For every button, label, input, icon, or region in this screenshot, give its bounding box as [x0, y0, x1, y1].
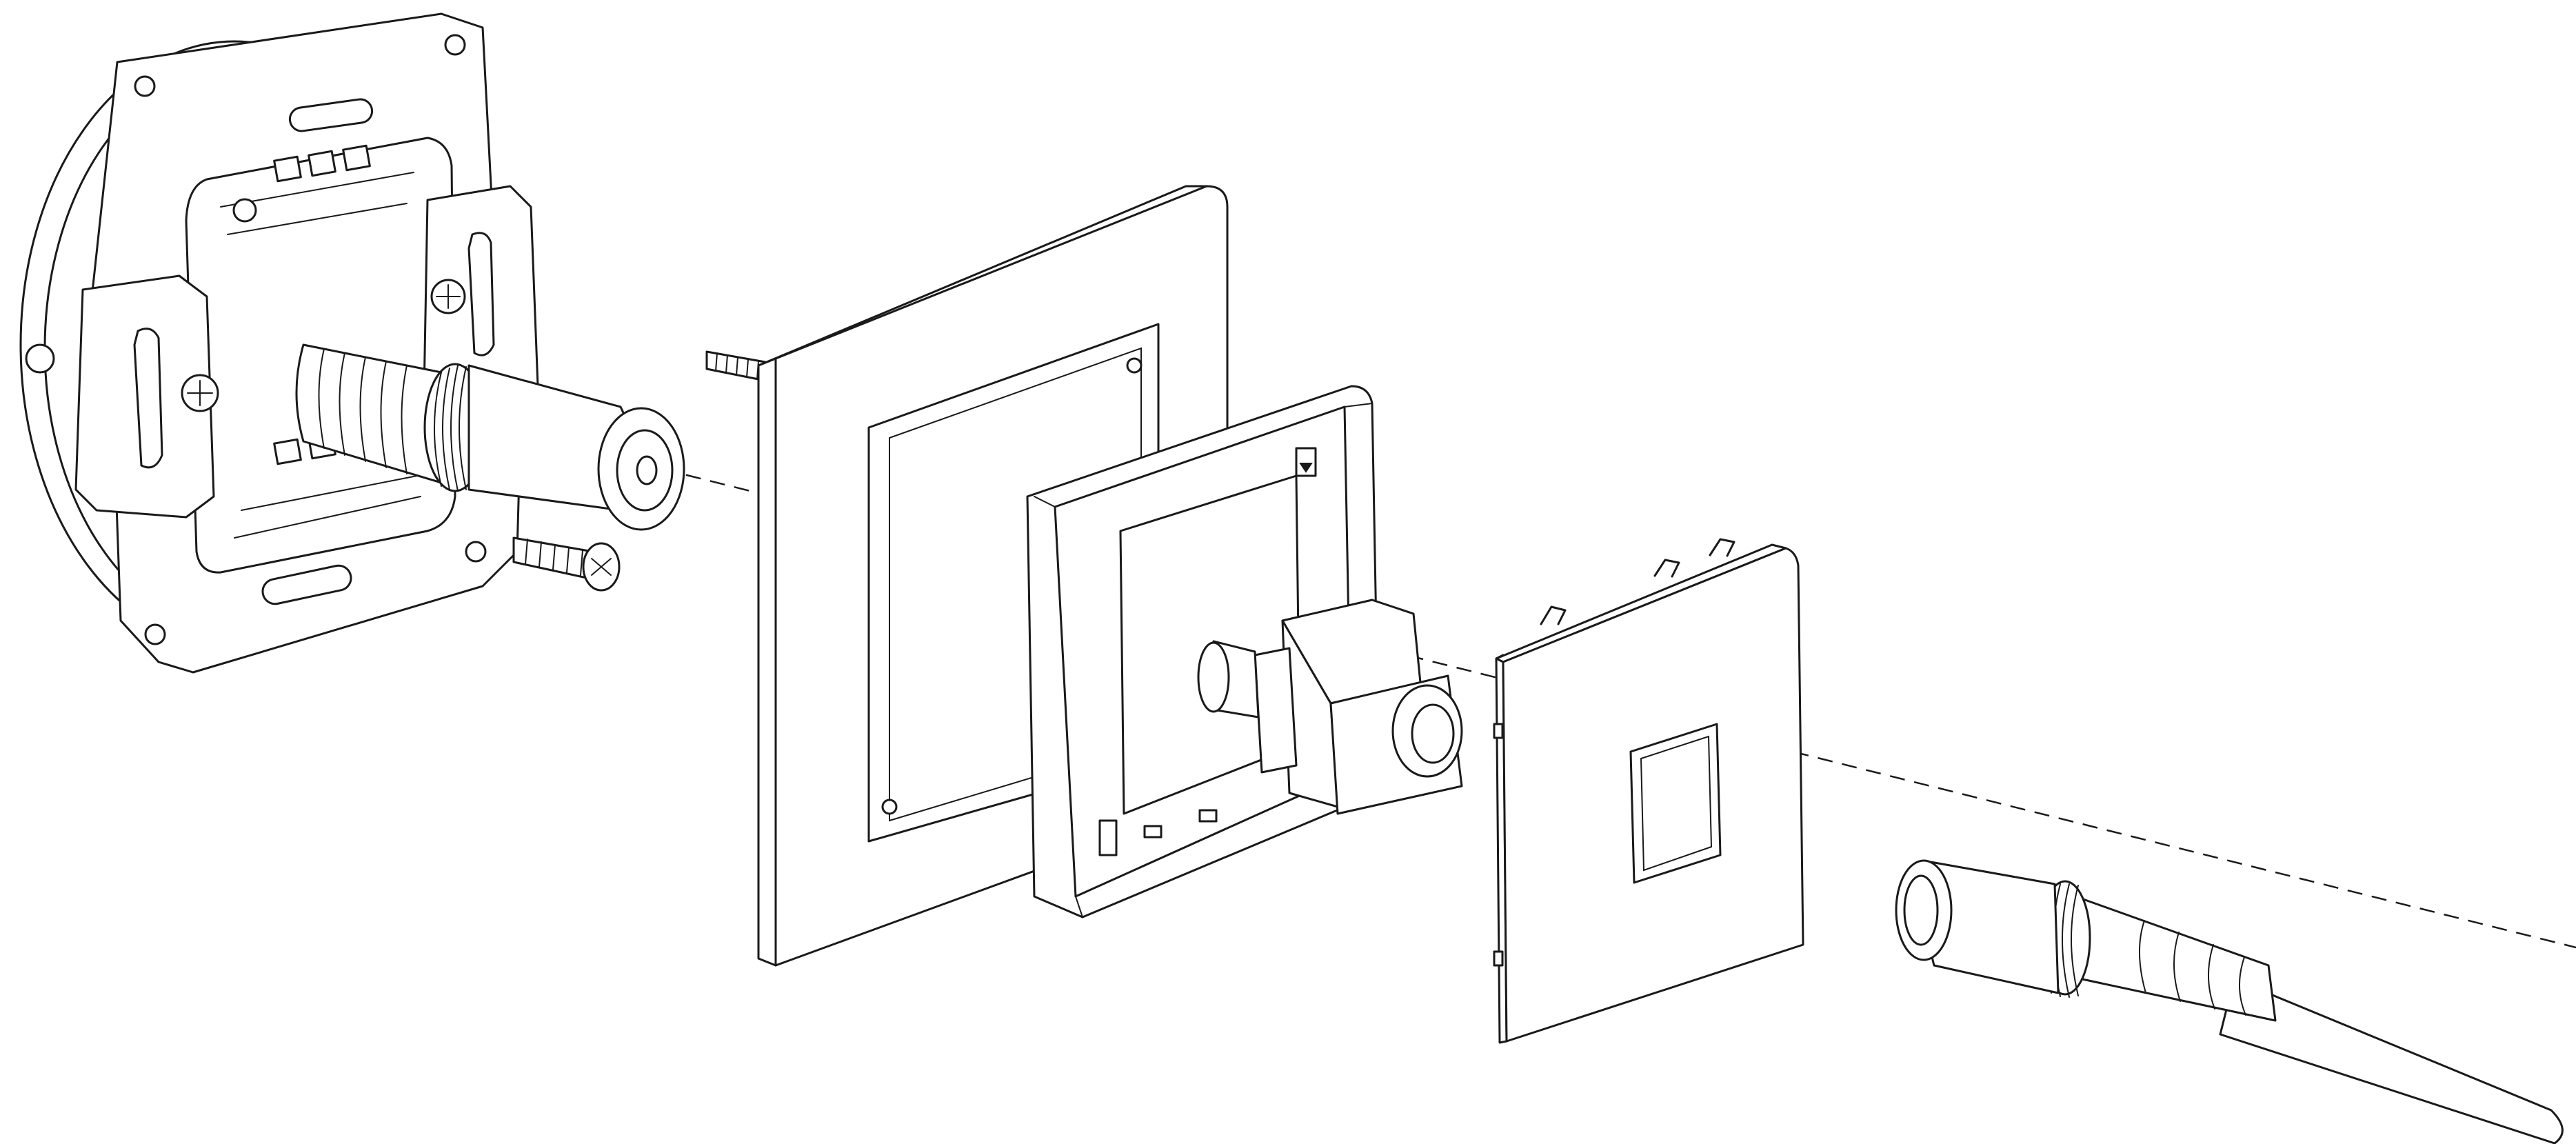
cover-plate [1493, 538, 1804, 1044]
right-clamp-slot [467, 232, 495, 357]
cover-clip [1709, 538, 1735, 557]
screw-icon [512, 536, 621, 592]
plate-hole-icon [444, 34, 466, 56]
outer-frame-side [757, 357, 777, 967]
connector-pin [636, 455, 658, 485]
plate-hole-icon [134, 75, 156, 97]
outer-frame-top-edge [757, 185, 1208, 367]
screw-icon [705, 350, 767, 382]
inner-frame-rim [1034, 403, 1373, 918]
base-coax-connector [295, 343, 685, 531]
frame-lug-icon [1126, 357, 1143, 374]
cover-socket-window [1629, 723, 1722, 884]
strain-relief-ribs [2138, 920, 2246, 1016]
plate-slot-bottom [261, 564, 352, 605]
plate-hole-icon [465, 541, 487, 563]
left-clamp-slot [133, 328, 163, 469]
frame-latch [1098, 819, 1118, 856]
coax-plug-cable [1895, 859, 2564, 1144]
connector-thread-lines [434, 365, 467, 492]
plate-screw-icon [232, 198, 257, 223]
connector-ribbed-sleeve [295, 343, 443, 484]
cover-socket-window-bevel [1640, 735, 1713, 872]
fixing-screws [512, 350, 767, 592]
insert-rear-face [1197, 641, 1230, 713]
cover-clip [1653, 559, 1680, 578]
box-screw-hole-icon [25, 343, 55, 374]
plug-strain-relief [2074, 895, 2277, 1022]
frame-lug-icon [881, 799, 898, 815]
insert-socket-inner [1411, 703, 1455, 764]
insert-latch [1254, 647, 1298, 774]
clamp-screw-cross [436, 284, 461, 309]
plate-hole-icon [144, 623, 166, 645]
cable [2219, 978, 2564, 1144]
frame-latch [1198, 809, 1218, 823]
clamp-screw-cross [187, 380, 213, 406]
latch-arrow-icon-head [1299, 463, 1313, 473]
cover-notch [1493, 950, 1504, 967]
coax-insert [1197, 599, 1463, 815]
plate-slot-top [288, 98, 374, 132]
mounting-base [19, 12, 685, 674]
frame-latch [1143, 825, 1163, 839]
plug-nose-inner [1903, 874, 1939, 946]
cover-notch [1493, 723, 1504, 739]
box-wall-lines [220, 172, 421, 539]
cover-clip [1540, 605, 1567, 625]
connector-ribs [318, 348, 407, 474]
